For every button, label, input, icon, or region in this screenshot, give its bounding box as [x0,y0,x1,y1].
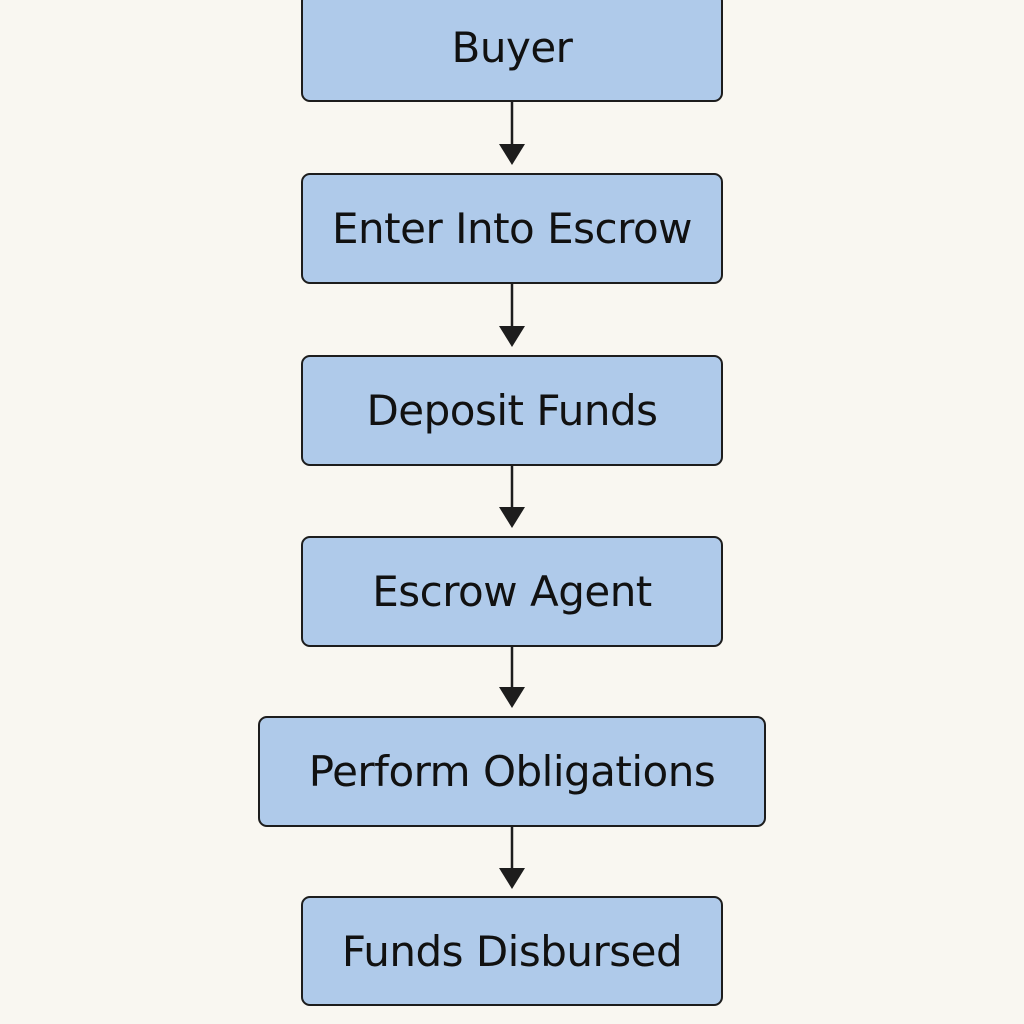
flow-arrow [499,466,525,528]
flow-arrow [499,827,525,889]
flow-node-enter-into-escrow: Enter Into Escrow [301,173,723,284]
flow-node-funds-disbursed: Funds Disbursed [301,896,723,1006]
flow-arrow [499,284,525,347]
flow-arrow [499,102,525,165]
flow-node-perform-obligations: Perform Obligations [258,716,766,827]
flow-node-buyer: Buyer [301,0,723,102]
flow-node-escrow-agent: Escrow Agent [301,536,723,647]
flow-node-label: Escrow Agent [372,567,652,616]
flow-node-label: Perform Obligations [308,747,716,796]
flow-node-label: Buyer [451,22,573,72]
flow-node-label: Funds Disbursed [341,926,683,976]
flow-node-label: Deposit Funds [366,386,658,435]
flow-arrow [499,647,525,708]
flow-node-deposit-funds: Deposit Funds [301,355,723,466]
flow-node-label: Enter Into Escrow [331,204,693,253]
